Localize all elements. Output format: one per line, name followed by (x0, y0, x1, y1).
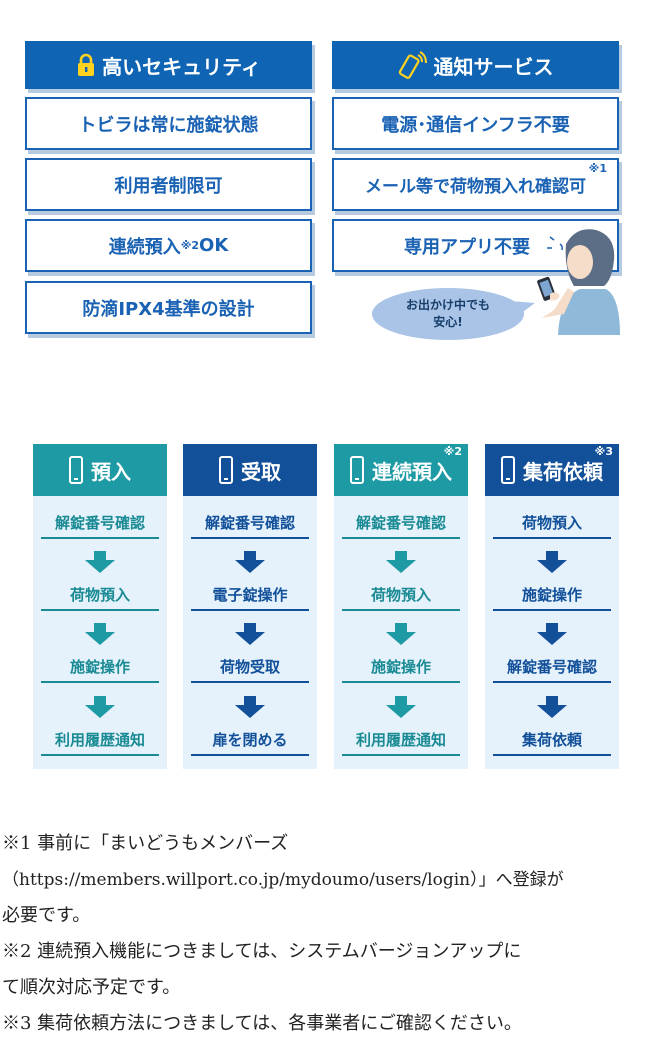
phone-signal-icon (398, 51, 428, 79)
flow-step: 解錠番号確認 (41, 512, 159, 539)
flow-step: 集荷依頼 (493, 729, 611, 756)
lock-icon (76, 53, 96, 77)
person-with-phone-illustration (528, 222, 620, 335)
security-header: 高いセキュリティ (25, 41, 312, 89)
notification-title: 通知サービス (433, 54, 554, 79)
down-arrow-icon (235, 696, 265, 718)
smartphone-icon (219, 456, 233, 484)
down-arrow-icon (85, 623, 115, 645)
flow-step: 解錠番号確認 (191, 512, 309, 539)
down-arrow-icon (537, 623, 567, 645)
security-item: 利用者制限可 (25, 158, 312, 211)
down-arrow-icon (537, 551, 567, 573)
security-item: 防滴IPX4基準の設計 (25, 281, 312, 334)
notification-header: 通知サービス (332, 41, 619, 89)
flow-step: 施錠操作 (493, 584, 611, 611)
footnote-mark: ※1 (588, 162, 607, 175)
bubble-line-2: 安心! (433, 315, 463, 329)
security-item: トビラは常に施錠状態 (25, 97, 312, 150)
down-arrow-icon (537, 696, 567, 718)
flow-step: 荷物預入 (41, 584, 159, 611)
flow-column-receive: 受取 解錠番号確認 電子錠操作 荷物受取 扉を閉める (183, 444, 317, 769)
flow-header: 受取 (183, 444, 317, 496)
down-arrow-icon (235, 623, 265, 645)
flow-step: 施錠操作 (342, 656, 460, 683)
footnote-line: ※1 事前に「まいどうもメンバーズ (2, 833, 289, 854)
flow-column-continuous-deposit: 連続預入 ※2 解錠番号確認 荷物預入 施錠操作 利用履歴通知 (334, 444, 468, 769)
smartphone-icon (350, 456, 364, 484)
down-arrow-icon (386, 551, 416, 573)
flow-step: 利用履歴通知 (342, 729, 460, 756)
footnote-mark: ※2 (180, 239, 200, 252)
security-title: 高いセキュリティ (102, 54, 261, 79)
flow-step: 荷物預入 (342, 584, 460, 611)
notification-item: 電源･通信インフラ不要 (332, 97, 619, 150)
flow-step: 電子錠操作 (191, 584, 309, 611)
flow-column-pickup-request: 集荷依頼 ※3 荷物預入 施錠操作 解錠番号確認 集荷依頼 (485, 444, 619, 769)
footnote-line: ※3 集荷依頼方法につきましては、各事業者にご確認ください。 (2, 1013, 522, 1034)
flow-step: 解錠番号確認 (493, 656, 611, 683)
flow-header: 預入 (33, 444, 167, 496)
flow-step: 荷物受取 (191, 656, 309, 683)
flow-step: 施錠操作 (41, 656, 159, 683)
flow-step: 扉を閉める (191, 729, 309, 756)
smartphone-icon (69, 456, 83, 484)
smartphone-icon (501, 456, 515, 484)
down-arrow-icon (235, 551, 265, 573)
flow-header: 連続預入 ※2 (334, 444, 468, 496)
down-arrow-icon (85, 551, 115, 573)
footnote-line: て順次対応予定です。 (2, 977, 181, 998)
down-arrow-icon (386, 623, 416, 645)
flow-step: 利用履歴通知 (41, 729, 159, 756)
footnotes: ※1 事前に「まいどうもメンバーズ （https://members.willp… (0, 826, 650, 1042)
notification-item: メール等で荷物預入れ確認可 ※1 (332, 158, 619, 211)
flow-header: 集荷依頼 ※3 (485, 444, 619, 496)
flow-step: 荷物預入 (493, 512, 611, 539)
footnote-line: ※2 連続預入機能につきましては、システムバージョンアップに (2, 941, 522, 962)
bubble-line-1: お出かけ中でも (405, 298, 490, 312)
speech-bubble: お出かけ中でも 安心! (370, 287, 550, 347)
down-arrow-icon (386, 696, 416, 718)
flow-column-deposit: 預入 解錠番号確認 荷物預入 施錠操作 利用履歴通知 (33, 444, 167, 769)
down-arrow-icon (85, 696, 115, 718)
footnote-line: （https://members.willport.co.jp/mydoumo/… (2, 870, 564, 890)
footnote-line: 必要です。 (2, 905, 91, 926)
flow-step: 解錠番号確認 (342, 512, 460, 539)
